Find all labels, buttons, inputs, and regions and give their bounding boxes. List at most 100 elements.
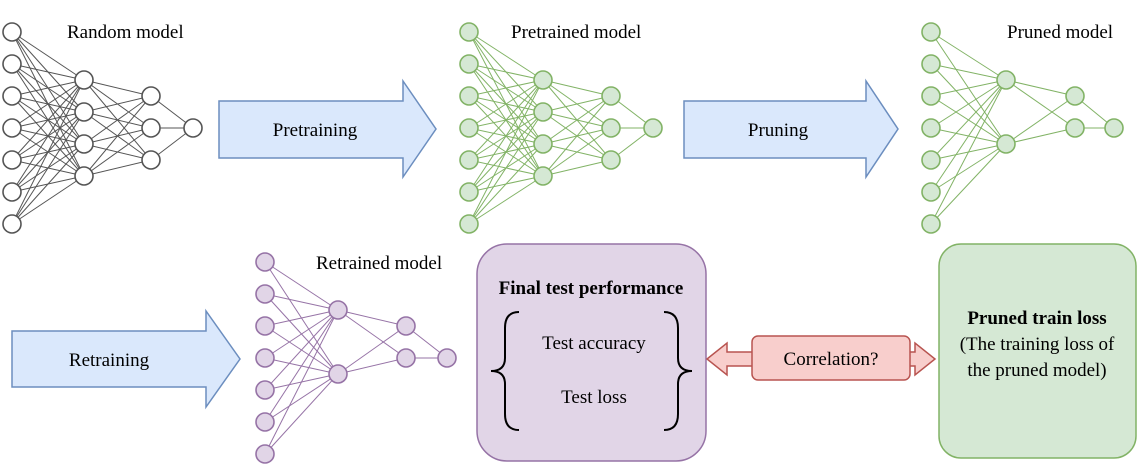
connection <box>930 79 1007 225</box>
correlation-arrow: Correlation? <box>705 335 937 381</box>
connection <box>930 79 1007 129</box>
retraining-arrow: Retraining <box>11 308 241 410</box>
connection <box>264 373 339 423</box>
connection <box>11 79 85 225</box>
connection <box>11 79 85 97</box>
connection <box>1005 127 1076 145</box>
pretrained-network <box>459 22 663 234</box>
neuron-node <box>255 412 275 432</box>
neuron-node <box>437 348 457 368</box>
connection <box>542 95 612 177</box>
connection <box>468 79 544 161</box>
neuron-node <box>533 102 553 122</box>
random-network <box>2 22 203 234</box>
test-accuracy-label: Test accuracy <box>542 333 646 354</box>
connection <box>930 79 1007 161</box>
neuron-node <box>74 166 94 186</box>
connection <box>264 309 339 359</box>
neuron-node <box>996 134 1016 154</box>
connection <box>264 261 339 311</box>
retraining-label: Retraining <box>69 350 150 371</box>
correlation-label: Correlation? <box>784 349 879 370</box>
connection <box>83 159 152 177</box>
connection <box>542 95 612 113</box>
pruned-train-loss-box: Pruned train loss (The training loss of … <box>938 243 1137 459</box>
connection <box>1005 95 1076 145</box>
neuron-node <box>921 118 941 138</box>
connection <box>264 309 339 327</box>
connection <box>11 111 85 225</box>
neuron-node <box>1065 118 1085 138</box>
retrained-model-label: Retrained model <box>316 253 442 274</box>
connection <box>468 79 544 129</box>
connection <box>83 95 152 145</box>
connection <box>930 31 1007 81</box>
neuron-node <box>255 252 275 272</box>
neuron-node <box>255 316 275 336</box>
left-brace <box>490 311 520 431</box>
connection <box>930 63 1007 81</box>
connection <box>468 31 544 81</box>
loss-box-line-2: the pruned model) <box>967 360 1106 381</box>
network-diagrams <box>2 22 1124 464</box>
connection <box>264 309 339 391</box>
connection <box>930 79 1007 97</box>
neuron-node <box>2 118 22 138</box>
neuron-node <box>601 86 621 106</box>
connection <box>11 79 85 161</box>
pretrained-model-label: Pretrained model <box>511 22 641 43</box>
neuron-node <box>601 118 621 138</box>
neuron-node <box>2 22 22 42</box>
neuron-node <box>533 134 553 154</box>
connection <box>11 79 85 193</box>
connection <box>264 309 339 423</box>
neuron-node <box>459 150 479 170</box>
pruned-network <box>921 22 1124 234</box>
connection <box>264 293 339 311</box>
connection <box>1005 79 1076 97</box>
neuron-node <box>255 348 275 368</box>
retrained-network <box>255 252 457 464</box>
connection <box>468 63 544 81</box>
neuron-node <box>2 182 22 202</box>
neuron-node <box>1104 118 1124 138</box>
neuron-node <box>921 150 941 170</box>
neuron-node <box>255 444 275 464</box>
connection <box>337 357 407 375</box>
connection <box>468 175 544 225</box>
neuron-node <box>328 300 348 320</box>
connection <box>468 111 544 225</box>
connection <box>337 309 407 359</box>
connection <box>542 79 612 97</box>
neuron-node <box>2 214 22 234</box>
connection <box>264 373 339 455</box>
neuron-node <box>141 150 161 170</box>
connection <box>542 159 612 177</box>
connection <box>11 79 85 129</box>
neuron-node <box>1065 86 1085 106</box>
neuron-node <box>255 380 275 400</box>
connection <box>930 143 1007 193</box>
connection <box>1005 79 1076 129</box>
connection <box>337 325 407 375</box>
neuron-node <box>459 118 479 138</box>
pruning-label: Pruning <box>748 120 809 141</box>
connection <box>11 63 85 81</box>
neuron-node <box>396 316 416 336</box>
neuron-node <box>183 118 203 138</box>
neuron-node <box>533 166 553 186</box>
right-brace <box>663 311 693 431</box>
pruning-arrow: Pruning <box>683 78 899 180</box>
neuron-node <box>459 54 479 74</box>
neuron-node <box>921 86 941 106</box>
random-model-label: Random model <box>67 22 184 43</box>
connection <box>468 79 544 193</box>
connection <box>83 127 152 177</box>
neuron-node <box>396 348 416 368</box>
connection <box>930 79 1007 193</box>
loss-box-line-1: (The training loss of <box>960 334 1115 355</box>
pretraining-arrow: Pretraining <box>218 78 437 180</box>
neuron-node <box>2 54 22 74</box>
neuron-node <box>921 182 941 202</box>
connection <box>83 95 152 177</box>
